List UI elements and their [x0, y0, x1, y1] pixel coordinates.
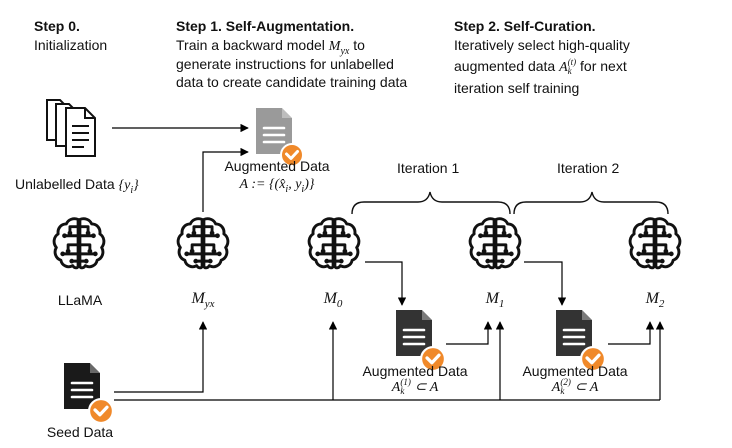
aug2-sub: k — [560, 386, 565, 397]
unlabelled-data-sub: i — [130, 184, 134, 196]
step2-line2-post: for next — [580, 58, 627, 74]
seed-data-icon — [62, 361, 114, 424]
llama-label: LLaMA — [57, 292, 103, 308]
iteration1-brace — [351, 191, 511, 215]
m0-math: M — [323, 290, 337, 307]
llama-brain-icon — [52, 217, 106, 270]
aug2-rest: ⊂ A — [574, 380, 599, 395]
step1-title: Step 1. Self-Augmentation. — [176, 18, 355, 34]
step1-line1-post: to — [353, 37, 365, 53]
step2-line2: augmented data A(t)k for next — [454, 58, 627, 76]
step2-a-sup: (t) — [567, 57, 577, 68]
augmented-formula-sub1: i — [285, 183, 289, 195]
aug1-math: A — [391, 380, 401, 395]
step1-line1: Train a backward model Myx to — [176, 37, 365, 60]
augmented-data-title: Augmented Data — [224, 158, 330, 174]
augmented-formula-sub2: i — [301, 183, 305, 195]
aug1-sub: k — [400, 386, 405, 397]
step1-myx-math: M — [328, 39, 341, 54]
m2-math: M — [645, 290, 659, 307]
step2-a-math: A — [559, 60, 568, 75]
aug2-formula: A(2)k ⊂ A — [552, 378, 598, 396]
step1-line3: data to create candidate training data — [176, 74, 408, 90]
m0-sub: 0 — [336, 298, 343, 311]
unlabelled-data-label: Unlabelled Data {yi} — [15, 176, 139, 199]
step0-subtitle: Initialization — [34, 37, 108, 53]
myx-label: Myx — [191, 290, 214, 313]
aug2-sup: (2) — [560, 377, 571, 388]
m2-sub: 2 — [658, 298, 665, 311]
augmented-data-formula: A := {(x̂i, yi)} — [240, 176, 315, 198]
step0-title: Step 0. — [34, 18, 80, 34]
aug2-math: A — [551, 380, 561, 395]
unlabelled-data-text: Unlabelled Data — [15, 176, 115, 192]
iteration2-label: Iteration 2 — [557, 160, 620, 176]
step2-a-sub: k — [567, 66, 572, 77]
step2-title: Step 2. Self-Curation. — [454, 18, 596, 34]
iteration1-label: Iteration 1 — [397, 160, 460, 176]
m2-brain-icon — [628, 217, 682, 270]
m1-sub: 1 — [498, 298, 505, 311]
augmented-data-2-icon — [554, 308, 606, 372]
augmented-formula-end: )} — [304, 177, 315, 192]
aug1-formula: A(1)k ⊂ A — [392, 378, 438, 396]
unlabelled-data-math: {y — [118, 178, 131, 193]
step1-line2: generate instructions for unlabelled — [176, 56, 394, 72]
step2-line2-text: augmented data — [454, 58, 556, 74]
seed-data-label: Seed Data — [46, 424, 114, 440]
augmented-formula-a: A := {(x̂ — [239, 177, 286, 192]
m0-brain-icon — [307, 217, 361, 270]
myx-brain-icon — [176, 217, 230, 270]
m1-math: M — [485, 290, 499, 307]
aug1-sup: (1) — [400, 377, 411, 388]
augmented-data-1-icon — [394, 308, 446, 372]
myx-math: M — [191, 290, 205, 307]
myx-sub: yx — [204, 298, 215, 311]
m0-label: M0 — [324, 290, 343, 313]
m1-label: M1 — [486, 290, 505, 313]
aug2-title: Augmented Data — [522, 363, 628, 379]
unlabelled-data-icon — [46, 99, 96, 157]
augmented-formula-mid: , y — [288, 177, 302, 192]
step1-myx-sub: yx — [340, 45, 350, 57]
step2-line1: Iteratively select high-quality — [454, 37, 630, 53]
step2-line3: iteration self training — [454, 80, 580, 96]
unlabelled-data-end: } — [133, 178, 139, 193]
m1-brain-icon — [468, 217, 522, 270]
step1-line1-text: Train a backward model — [176, 37, 325, 53]
iteration2-brace — [513, 191, 669, 215]
m2-label: M2 — [646, 290, 665, 313]
aug1-rest: ⊂ A — [414, 380, 439, 395]
aug1-title: Augmented Data — [362, 363, 468, 379]
